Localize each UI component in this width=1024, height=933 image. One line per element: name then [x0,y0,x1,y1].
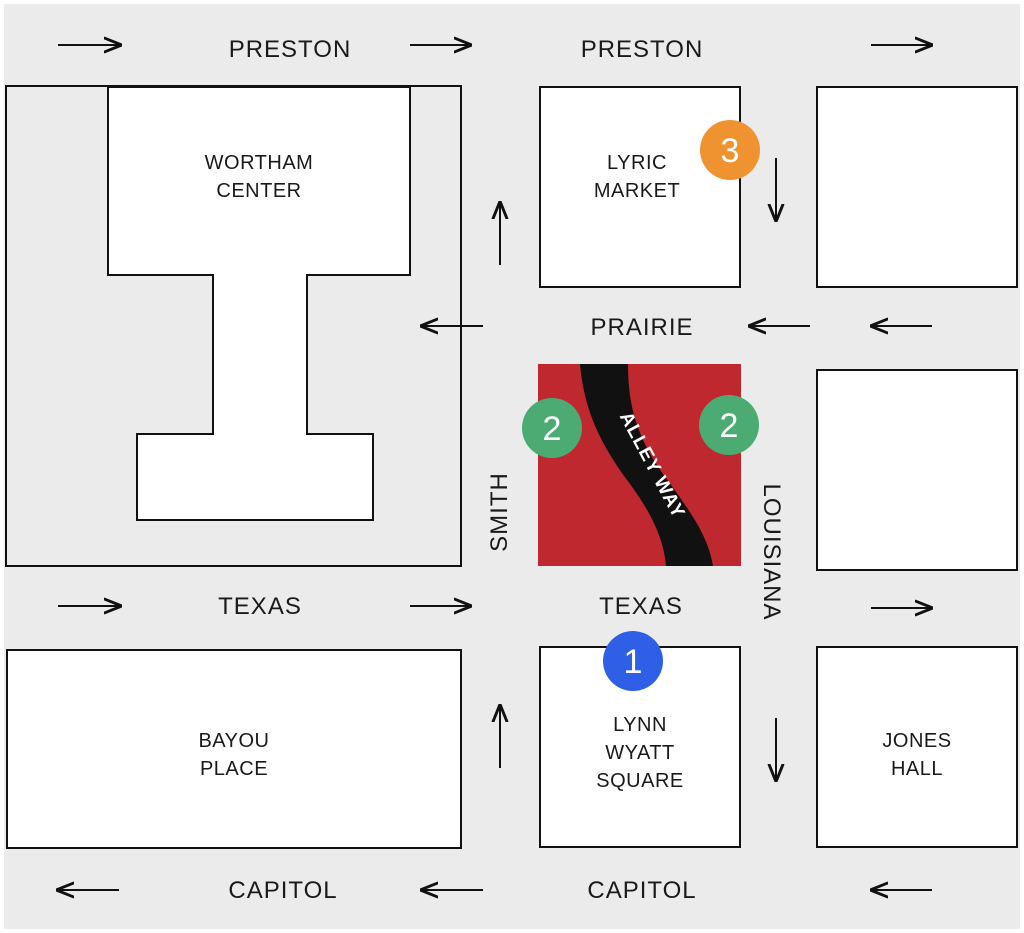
street-label-texas-east: TEXAS [599,593,683,620]
lyric-market-label-line2: MARKET [594,180,680,202]
lynn-wyatt-square-label-line2: WYATT [605,742,675,764]
marker-1-label: 1 [624,643,643,681]
jones-hall-building [816,646,1018,848]
marker-3[interactable]: 3 [700,120,760,180]
jones-hall-label-line2: HALL [891,758,943,780]
wortham-center-building [107,86,411,521]
bayou-place-building [6,649,462,849]
street-label-preston-west: PRESTON [229,36,352,63]
lyric-market-building [539,86,741,288]
building-block-east [816,369,1018,571]
wortham-center-label-line2: CENTER [216,180,301,202]
marker-2-right-label: 2 [720,407,739,445]
alley-way-path [580,364,713,566]
lyric-market-label-line1: LYRIC [607,152,667,174]
lynn-wyatt-square-label-line3: SQUARE [596,770,683,792]
street-label-prairie: PRAIRIE [590,314,693,341]
marker-2-left-label: 2 [543,410,562,448]
marker-3-label: 3 [721,132,740,170]
lynn-wyatt-square-label-line1: LYNN [613,714,667,736]
bayou-place-label-line1: BAYOU [198,730,269,752]
street-label-capitol-west: CAPITOL [228,877,337,904]
direction-arrows [58,45,932,890]
building-block-northeast [816,86,1018,288]
bayou-place-label-line2: PLACE [200,758,268,780]
marker-2-right[interactable]: 2 [699,395,759,455]
street-label-louisiana: LOUISIANA [758,483,785,620]
wortham-center-label-line1: WORTHAM [205,152,314,174]
jones-hall-label-line1: JONES [882,730,951,752]
marker-2-left[interactable]: 2 [522,398,582,458]
street-label-texas-west: TEXAS [218,593,302,620]
street-label-capitol-east: CAPITOL [587,877,696,904]
street-label-smith: SMITH [486,472,513,552]
marker-1[interactable]: 1 [603,631,663,691]
street-label-preston-east: PRESTON [581,36,704,63]
